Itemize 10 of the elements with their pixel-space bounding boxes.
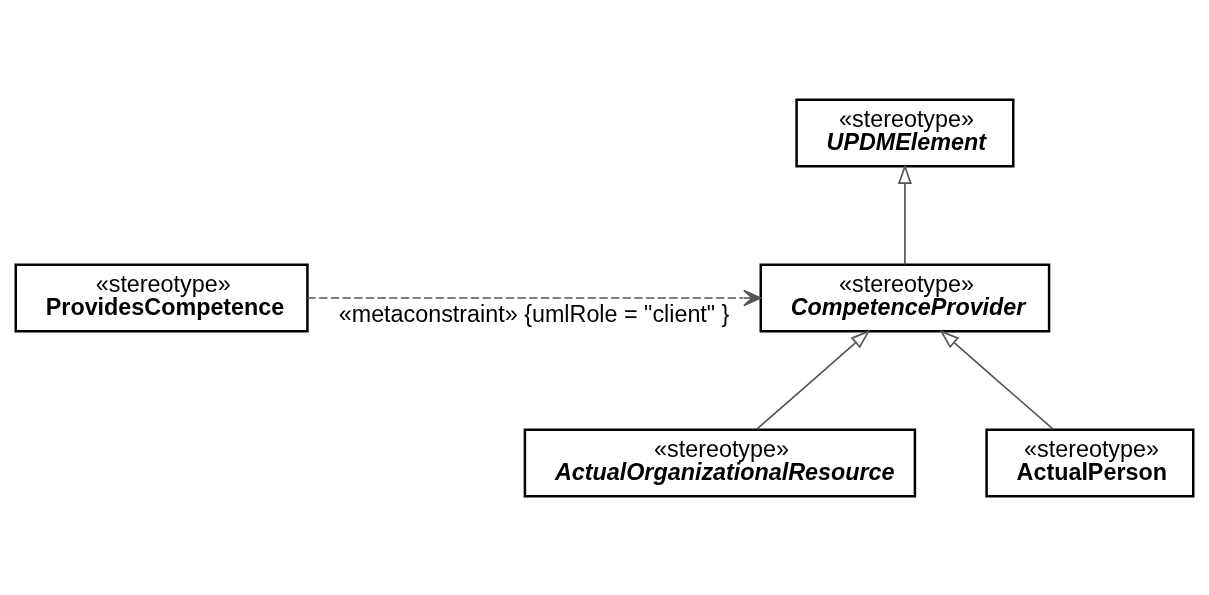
arrow (939, 329, 1055, 430)
node-box: «stereotype» CompetenceProvider (759, 262, 1051, 333)
arrow (306, 289, 762, 306)
node-box: «stereotype» UPDMElement (795, 97, 1015, 168)
edge-label: «metaconstraint» {umlRole = "client" } (338, 300, 730, 327)
node-box: «stereotype» ActualPerson (985, 427, 1195, 498)
node-box: «stereotype» ActualOrganizationalResource (523, 427, 917, 498)
arrow (755, 329, 871, 430)
arrow (897, 163, 912, 265)
node-box: «stereotype» ProvidesCompetence (14, 262, 309, 333)
